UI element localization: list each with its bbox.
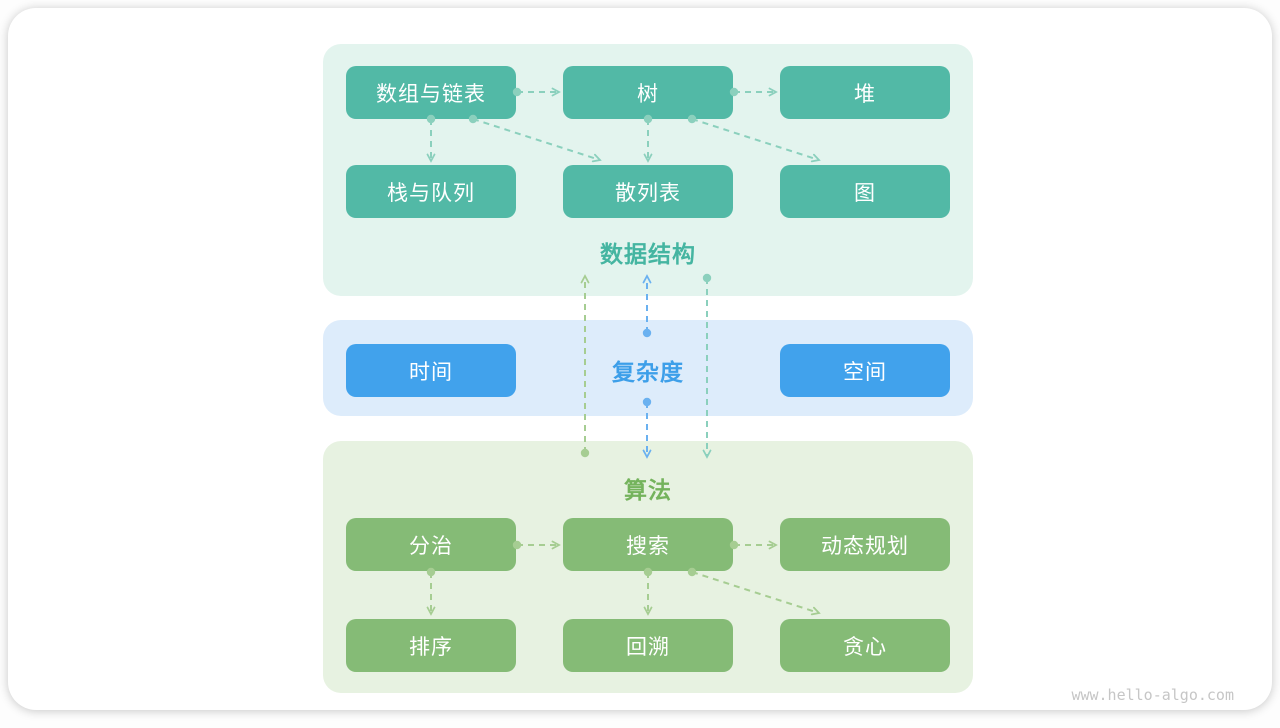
node-divide-conquer: 分治	[346, 518, 516, 571]
label-data-structures: 数据结构	[600, 241, 696, 267]
node-graph: 图	[780, 165, 950, 218]
diagram-card: 数组与链表 树 堆 栈与队列 散列表 图 数据结构 时间 空间 复杂度 算法 分…	[8, 8, 1272, 710]
node-greedy: 贪心	[780, 619, 950, 672]
node-heap: 堆	[780, 66, 950, 119]
node-space: 空间	[780, 344, 950, 397]
node-dynamic-programming: 动态规划	[780, 518, 950, 571]
label-complexity: 复杂度	[612, 359, 684, 385]
node-sorting: 排序	[346, 619, 516, 672]
node-stack-queue: 栈与队列	[346, 165, 516, 218]
watermark: www.hello-algo.com	[1071, 686, 1234, 704]
label-algorithms: 算法	[624, 477, 672, 503]
node-backtracking: 回溯	[563, 619, 733, 672]
node-arrays-linked-lists: 数组与链表	[346, 66, 516, 119]
node-time: 时间	[346, 344, 516, 397]
node-tree: 树	[563, 66, 733, 119]
node-hash-table: 散列表	[563, 165, 733, 218]
node-search: 搜索	[563, 518, 733, 571]
